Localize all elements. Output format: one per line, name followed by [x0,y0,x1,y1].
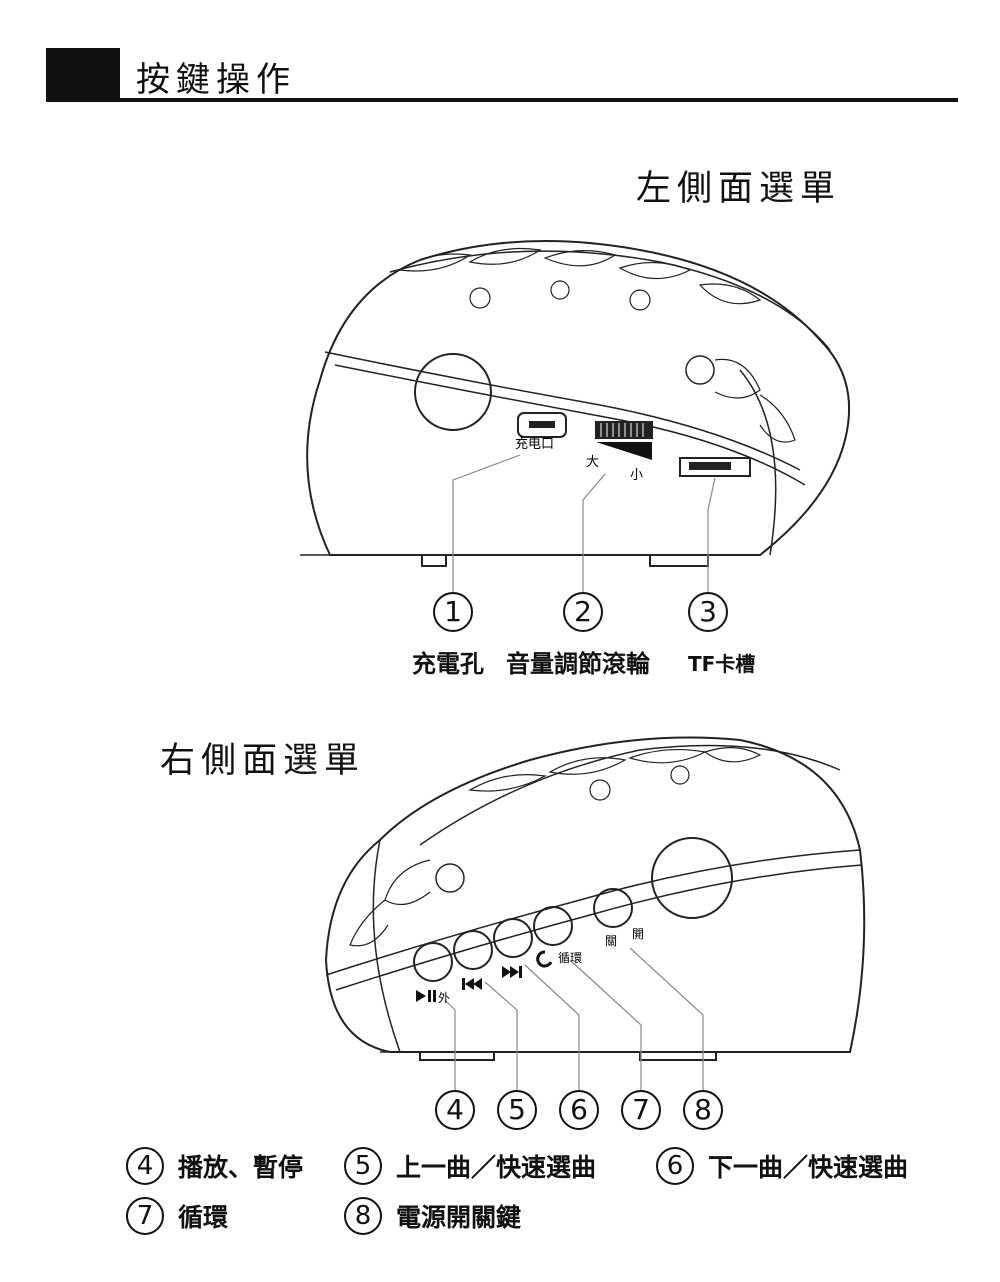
legend-num-5: 5 [344,1147,382,1185]
left-speaker-circle [414,353,492,431]
right-view-title: 右側面選單 [160,741,366,781]
right-device-body [324,736,866,1061]
legend-item-6: 6 下一曲／快速選曲 [656,1147,908,1185]
external-label: 外 [438,991,450,1005]
loop-icon [536,950,553,968]
charge-port-label: 充电口 [515,436,554,452]
next-bar-icon [519,966,522,978]
open-label: 開 [632,927,644,941]
header-block [46,48,120,100]
callout-3: 3 [688,592,728,632]
left-view-title: 左側面選單 [636,169,842,209]
right-speaker-circle [651,837,733,919]
legend-num-6: 6 [656,1147,694,1185]
callout-2-label: 音量調節滾輪 [506,650,650,678]
volume-small-label: 小 [630,468,643,483]
legend-item-5: 5 上一曲／快速選曲 [344,1147,596,1185]
callout-7: 7 [621,1090,661,1130]
page-title: 按鍵操作 [136,60,296,100]
power-button[interactable] [593,888,633,928]
prev-track-button[interactable] [453,930,493,970]
charge-port-slot [529,421,555,428]
callout-1: 1 [433,592,473,632]
legend-text-7: 循環 [178,1203,229,1232]
volume-wheel-icon [595,421,653,439]
pause-bar-icon [428,990,431,1002]
prev-arrow-icon [465,978,474,990]
volume-wedge-icon [596,442,652,460]
tf-slot-icon [679,457,751,477]
legend-text-6: 下一曲／快速選曲 [708,1153,909,1182]
legend-num-8: 8 [344,1197,382,1235]
play-pause-button[interactable] [413,942,453,982]
prev-arrow-icon-2 [473,978,482,990]
volume-big-label: 大 [586,455,599,470]
legend-item-4: 4 播放、暫停 [126,1147,303,1185]
callout-3-label: TF卡槽 [688,652,756,676]
close-label: 關 [605,934,617,948]
play-icon [416,990,426,1002]
legend-num-7: 7 [126,1197,164,1235]
left-device-body [300,240,851,567]
callout-4: 4 [435,1090,475,1130]
next-arrow-icon-2 [510,966,519,978]
pause-bar-icon-2 [433,990,436,1002]
legend-item-7: 7 循環 [126,1197,228,1235]
legend-text-5: 上一曲／快速選曲 [396,1153,597,1182]
legend-text-8: 電源開關鍵 [396,1203,522,1232]
header-rule [46,98,958,102]
legend-text-4: 播放、暫停 [178,1153,304,1182]
callout-2: 2 [563,592,603,632]
legend-num-4: 4 [126,1147,164,1185]
legend-item-8: 8 電源開關鍵 [344,1197,521,1235]
callout-8: 8 [683,1090,723,1130]
charge-port-icon [517,412,567,438]
callout-5: 5 [497,1090,537,1130]
loop-button[interactable] [533,906,573,946]
next-arrow-icon [502,966,511,978]
next-track-button[interactable] [493,918,533,958]
loop-label: 循環 [558,951,582,965]
callout-6: 6 [559,1090,599,1130]
prev-bar-icon [462,978,465,990]
tf-slot-opening [689,462,731,470]
callout-1-label: 充電孔 [412,650,484,678]
